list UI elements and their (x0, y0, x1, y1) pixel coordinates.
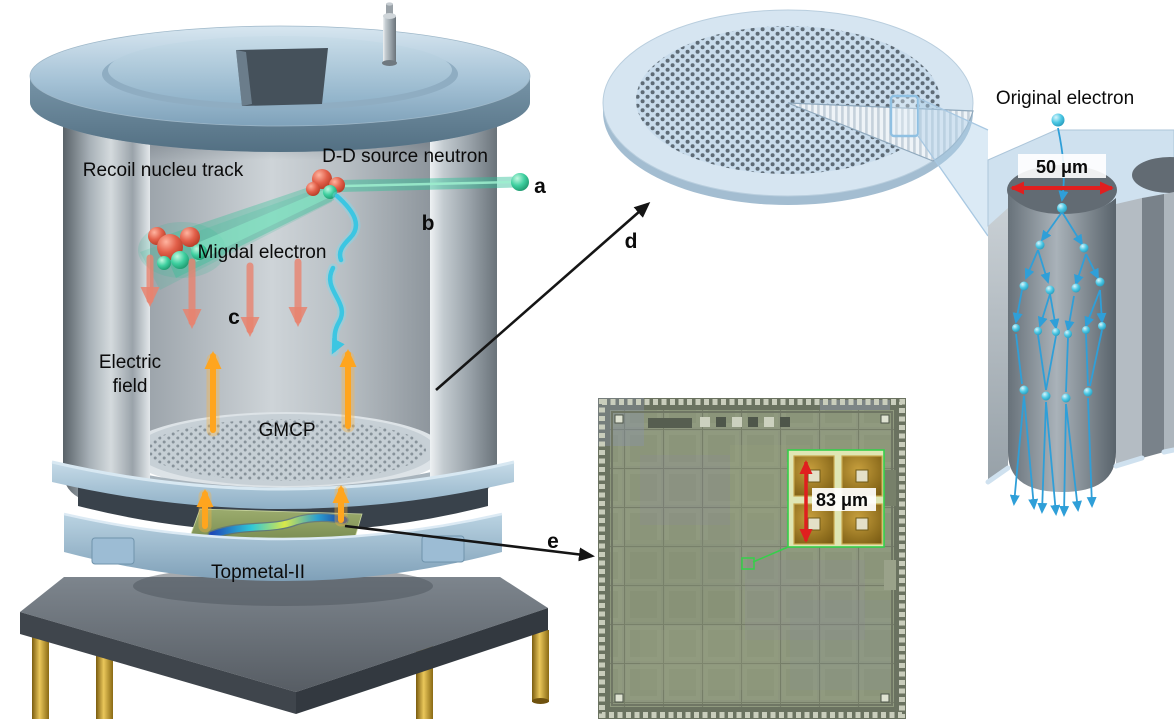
zoom-beam (917, 97, 989, 237)
lid-pin (382, 2, 397, 66)
chip-fiducials (614, 414, 890, 703)
base-leg (32, 636, 49, 719)
pore-diameter-annotation (1010, 154, 1114, 195)
vessel-left-wall (63, 96, 150, 505)
label-recoil-track: Recoil nucleu track (83, 160, 244, 181)
bottom-flange-assembly (51, 460, 515, 581)
arrow-to-gmcp-plate (435, 202, 651, 391)
label-pore-diameter: 50 μm (1036, 157, 1088, 177)
inset-connector-line (752, 546, 789, 563)
base-leg (96, 654, 113, 719)
label-original-electron: Original electron (996, 88, 1134, 109)
zoom-source-box (889, 94, 920, 138)
label-gmcp: GMCP (259, 420, 316, 441)
arrow-to-chip-micrograph (344, 524, 595, 562)
pore-mid-wall (1116, 198, 1142, 466)
second-pore-interior (1142, 194, 1164, 458)
labels: Recoil nucleu track D-D source neutron M… (83, 88, 1134, 583)
lid-notch (236, 48, 328, 106)
inset-target-box (741, 557, 755, 570)
drift-arrows (140, 254, 308, 337)
pore-right-wall (1164, 192, 1174, 452)
chip-micrograph (598, 398, 906, 719)
upper-flange-ring (52, 462, 514, 509)
second-pore-mouth (1132, 157, 1174, 193)
original-electron-sphere (1051, 113, 1065, 127)
collision-cluster (306, 169, 345, 199)
neutron-track (340, 173, 529, 192)
neutron-sphere (511, 173, 529, 191)
vessel-right-wall (430, 96, 497, 502)
gmcp-disc (126, 412, 446, 492)
migdal-electron-track (325, 191, 361, 357)
panel-label-e: e (547, 530, 559, 553)
label-migdal-electron: Migdal electron (198, 242, 327, 263)
panel-label-a: a (534, 175, 546, 198)
label-electric-field-line2: field (113, 376, 148, 397)
label-electric-field-line1: Electric (99, 352, 161, 373)
electric-field-arrows (196, 349, 357, 533)
vessel-lid (29, 2, 531, 152)
electron-cascade (1009, 113, 1107, 517)
chip-top-structures (648, 417, 896, 590)
cascade-branches (1012, 127, 1107, 393)
label-pixel-pitch: 83 μm (816, 490, 868, 510)
support-base (20, 566, 548, 714)
cascade-electrons (1012, 203, 1106, 403)
chip-track (208, 514, 348, 539)
clamp-block (421, 535, 465, 563)
label-neutron-source: D-D source neutron (322, 146, 488, 167)
panel-label-b: b (422, 212, 435, 235)
gmcp-plate-3d (602, 9, 974, 205)
label-topmetal: Topmetal-II (211, 562, 305, 583)
clamp-block (91, 537, 135, 565)
panel-label-c: c (228, 306, 240, 329)
recoil-nucleus-track (138, 169, 345, 290)
panel-label-d: d (625, 230, 638, 253)
recoil-end-cluster (148, 227, 207, 270)
base-leg (532, 630, 549, 702)
pore-cross-section (985, 129, 1174, 492)
cascade-exit-arrows (1009, 395, 1097, 517)
lower-flange-ring (64, 514, 502, 581)
pore-left-wall (988, 208, 1008, 482)
pixel-pitch-annotation (799, 460, 876, 543)
